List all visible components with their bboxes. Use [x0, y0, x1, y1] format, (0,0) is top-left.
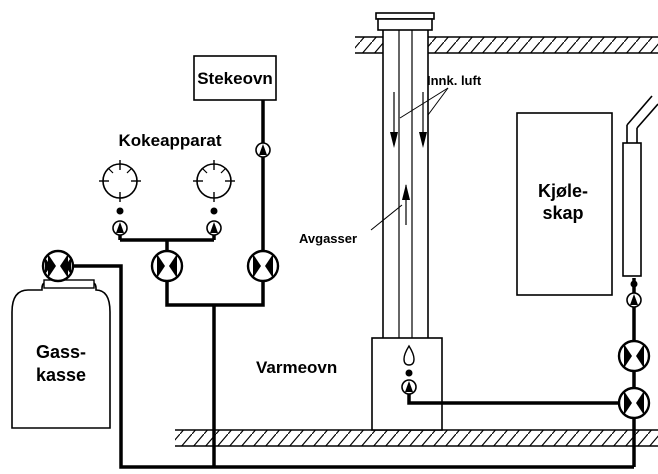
valve-icon	[41, 249, 75, 283]
valve-icon	[150, 249, 184, 283]
innk-luft-label: Innk. luft	[427, 73, 482, 88]
nozzle-icon	[626, 280, 642, 308]
nozzle-icon	[112, 220, 128, 236]
valve-icon	[617, 386, 651, 420]
kjoleskap-box	[516, 112, 613, 296]
flame-icon	[403, 344, 415, 366]
kokeapparat-label: Kokeapparat	[119, 131, 222, 150]
stekeovn-label: Stekeovn	[197, 69, 273, 88]
varmeovn-label: Varmeovn	[256, 358, 337, 377]
nozzle-icon	[401, 369, 417, 395]
burner-icon	[99, 160, 141, 215]
valve-icon	[246, 249, 280, 283]
fridge-flue	[622, 95, 658, 277]
gas-cylinder-icon	[11, 279, 111, 429]
nozzle-icon	[255, 142, 271, 158]
avgasser-label: Avgasser	[299, 231, 357, 246]
gasskasse-label-line1: Gass-	[36, 342, 86, 362]
kjoleskap-label-line1: Kjøle-	[538, 181, 588, 201]
floor-slab	[175, 429, 658, 447]
nozzle-icon	[206, 220, 222, 236]
gasskasse-label-line2: kasse	[36, 365, 86, 385]
stekeovn-box	[193, 55, 277, 101]
air-arrows	[370, 87, 449, 231]
chimney-icon	[375, 12, 435, 338]
kjoleskap-label-line2: skap	[542, 203, 583, 223]
burner-icon	[193, 160, 235, 215]
valve-icon	[617, 339, 651, 373]
